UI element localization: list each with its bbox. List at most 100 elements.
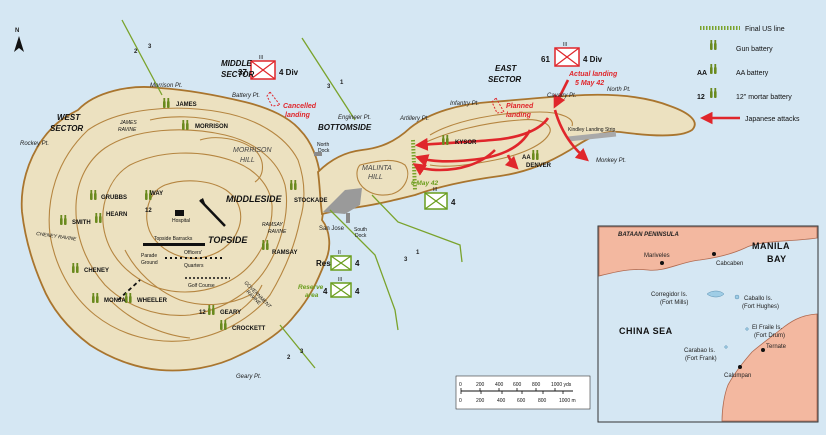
engineer-pt: Engineer Pt. bbox=[338, 115, 371, 121]
unit-37-division bbox=[250, 60, 276, 80]
officers-1: Officers' bbox=[184, 250, 202, 256]
scale-metres-tick-1: 200 bbox=[476, 398, 485, 404]
inset-map bbox=[597, 225, 819, 423]
boundary-b3: 3 bbox=[404, 257, 408, 263]
div37-label: 4 Div bbox=[279, 68, 299, 77]
hollow-arrows bbox=[266, 91, 505, 114]
scale-bar bbox=[455, 375, 591, 410]
ramsay-ravine-1: RAMSAY bbox=[262, 222, 283, 228]
inset-fraile-2: (Fort Drum) bbox=[754, 333, 785, 339]
sector-boundaries bbox=[121, 19, 463, 369]
inset-fraile-1: El Fraile Is. bbox=[752, 325, 782, 331]
bottomside-label: BOTTOMSIDE bbox=[318, 123, 372, 132]
parade-2: Ground bbox=[141, 260, 158, 266]
inset-corregidor-1: Corregidor Is. bbox=[651, 292, 688, 298]
inset-caballo-2: (Fort Hughes) bbox=[742, 304, 779, 310]
inset-caballo-1: Caballo Is. bbox=[744, 296, 773, 302]
south-dock bbox=[346, 213, 350, 223]
monkey-pt: Monkey Pt. bbox=[596, 158, 626, 164]
north-dock bbox=[314, 152, 322, 156]
inset-corregidor-2: (Fort Mills) bbox=[660, 300, 688, 306]
inset-calumpan: Calumpan bbox=[724, 373, 751, 379]
cheney-line bbox=[117, 279, 141, 301]
cancelled-1: Cancelled bbox=[283, 103, 317, 110]
scale-metres-tick-3: 600 bbox=[517, 398, 526, 404]
reserve-1: Reserve bbox=[298, 284, 324, 291]
boundary-b1: 2 bbox=[134, 49, 138, 55]
morrison-pt: Morrison Pt. bbox=[150, 83, 182, 89]
battery-wheeler: WHEELER bbox=[137, 298, 168, 304]
east-sector-2: SECTOR bbox=[488, 75, 521, 84]
div37-ech: III bbox=[259, 55, 263, 61]
battery-hearn: HEARN bbox=[106, 212, 127, 218]
north-label: N bbox=[15, 28, 19, 34]
battery-smith: SMITH bbox=[72, 220, 91, 226]
legend-aa: AA battery bbox=[736, 70, 769, 77]
battery-james: JAMES bbox=[176, 102, 197, 108]
battery-ramsay: RAMSAY bbox=[272, 250, 297, 256]
battery-pt: Battery Pt. bbox=[232, 93, 260, 99]
legend-us-line: Final US line bbox=[745, 26, 785, 33]
golf-label: Golf Course bbox=[188, 283, 215, 289]
battery-way: WAY bbox=[150, 191, 163, 197]
scale-yards-tick-3: 600 bbox=[513, 382, 522, 388]
middle-sector-1: MIDDLE bbox=[221, 59, 252, 68]
cheney-ravine: CHENEY RAVINE bbox=[36, 231, 78, 243]
unit-malinta bbox=[424, 192, 448, 210]
battery-way-count: 12 bbox=[145, 208, 152, 214]
battery-morrison: MORRISON bbox=[195, 124, 228, 130]
res-label: Res bbox=[316, 259, 331, 268]
south-dock-1: South bbox=[354, 227, 367, 233]
inset-china-sea: CHINA SEA bbox=[619, 326, 673, 336]
inset-manila-1: MANILA bbox=[752, 241, 790, 251]
rockey-pt: Rockey Pt. bbox=[20, 141, 49, 147]
battery-crockett: CROCKETT bbox=[232, 326, 266, 332]
malinta-unit: 4 bbox=[451, 198, 456, 207]
battery-cheney: CHENEY bbox=[84, 268, 109, 274]
battery-denver-aa: AA bbox=[522, 155, 531, 161]
reserve-num: 4 bbox=[323, 287, 328, 296]
topside-barracks-icon bbox=[143, 243, 205, 246]
scale-yards-tick-0: 0 bbox=[459, 382, 462, 388]
malinta-ech: III bbox=[433, 187, 437, 193]
kindley-strip bbox=[567, 131, 617, 142]
geary-pt: Geary Pt. bbox=[236, 374, 261, 380]
infantry-pt: Infantry Pt. bbox=[450, 101, 479, 107]
inset-bataan: BATAAN PENINSULA bbox=[618, 232, 679, 238]
inset-mariveles: Mariveles bbox=[644, 253, 670, 259]
legend-aa-prefix: AA bbox=[697, 70, 707, 77]
inset-manila-2: BAY bbox=[767, 254, 787, 264]
scale-yards-tick-5: 1000 yds bbox=[551, 382, 572, 388]
middleside-arrow bbox=[199, 199, 226, 227]
unit-61-division bbox=[554, 47, 580, 67]
legend-mortar: 12" mortar battery bbox=[736, 94, 792, 101]
reserve-unit: 4 bbox=[355, 287, 360, 296]
boundary-b4: 2 bbox=[287, 355, 291, 361]
scale-metres-tick-2: 400 bbox=[497, 398, 506, 404]
battery-grubbs: GRUBBS bbox=[101, 195, 127, 201]
battery-monja: MONJA bbox=[104, 298, 126, 304]
west-sector-1: WEST bbox=[57, 113, 81, 122]
middleside-label: MIDDLESIDE bbox=[226, 194, 283, 204]
kindley-label: Kindley Landing Strip bbox=[568, 127, 615, 133]
boundary-b4b: 3 bbox=[300, 349, 304, 355]
legend-mortar-prefix: 12 bbox=[697, 94, 705, 101]
north-dock-2: Dock bbox=[318, 148, 330, 154]
middle-sector-2: SECTOR bbox=[221, 70, 254, 79]
hospital-icon bbox=[175, 210, 184, 216]
inset-cabcaben: Cabcaben bbox=[716, 261, 743, 267]
planned-1: Planned bbox=[506, 103, 534, 110]
us-line-date: 6 May 42 bbox=[411, 180, 438, 187]
battery-denver: DENVER bbox=[526, 163, 552, 169]
boundary-b2: 3 bbox=[327, 84, 331, 90]
legend: Final US line Gun battery AA AA battery … bbox=[697, 26, 800, 125]
ramsay-ravine-2: RAVINE bbox=[268, 229, 287, 235]
parade-1: Parade bbox=[141, 253, 157, 259]
battery-stockade: STOCKADE bbox=[294, 198, 328, 204]
boundary-b3b: 1 bbox=[416, 250, 420, 256]
battery-geary-count: 12 bbox=[199, 310, 206, 316]
div37-num: 37 bbox=[238, 68, 247, 77]
